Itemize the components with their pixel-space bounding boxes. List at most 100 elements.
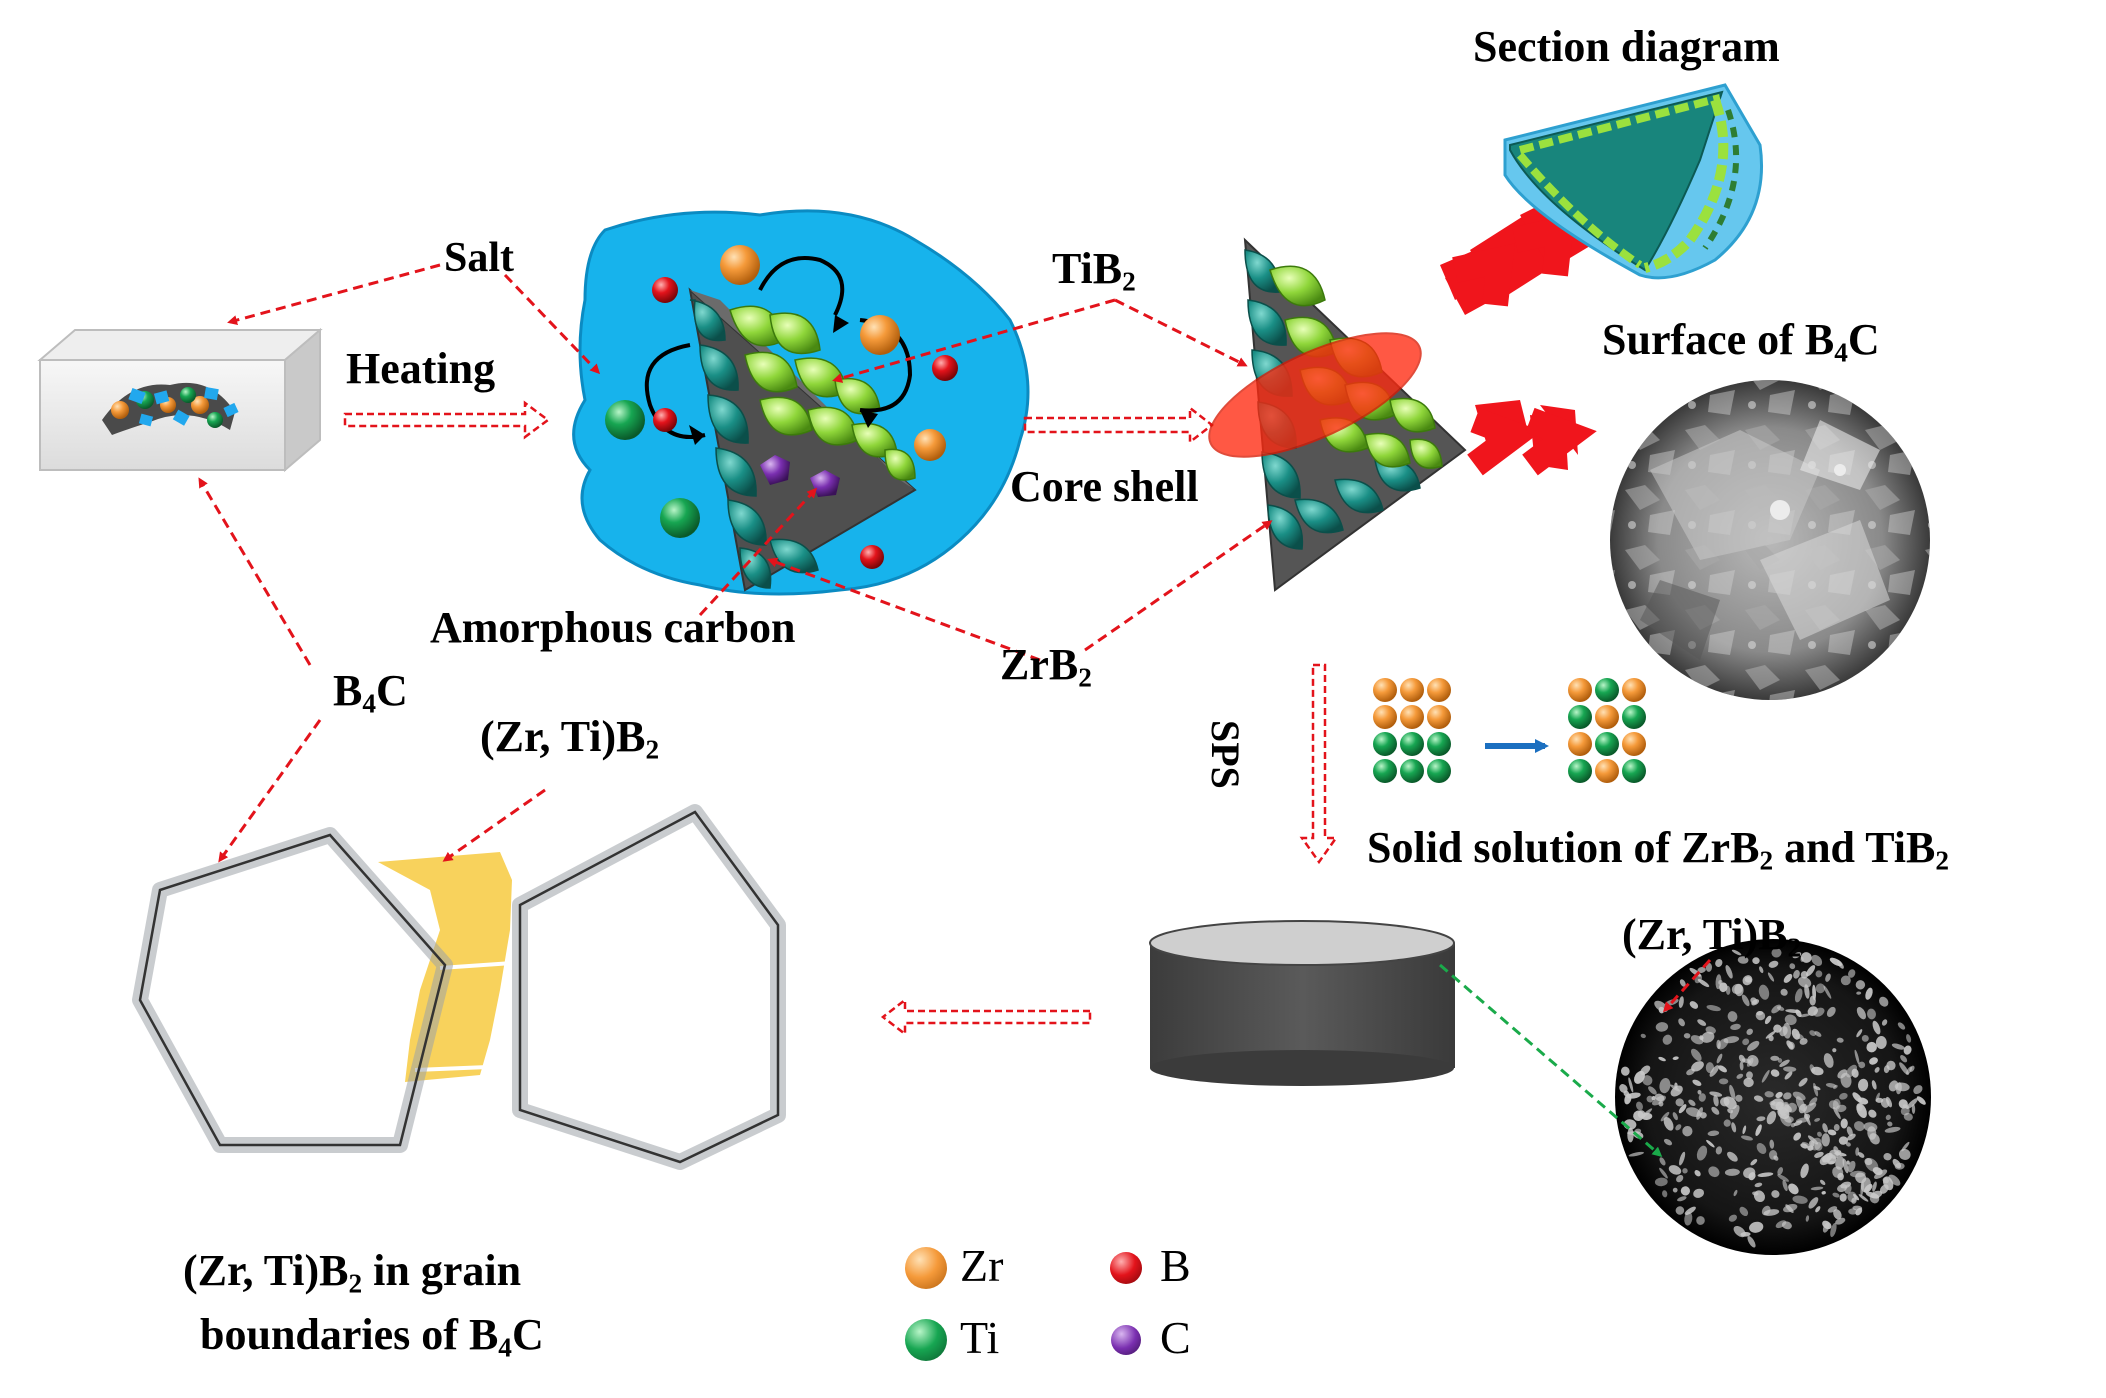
sem-speck: [1839, 1092, 1848, 1100]
sem-speck: [1804, 1112, 1811, 1126]
sem-speck: [1766, 1111, 1777, 1125]
sem-speck: [1846, 1160, 1850, 1165]
sem-speck: [1696, 1216, 1705, 1225]
sem-speck: [1858, 1194, 1869, 1202]
sem-speck: [1700, 1112, 1707, 1119]
sem-speck: [1845, 1142, 1851, 1147]
sem-speck: [1662, 1034, 1673, 1045]
sem-speck: [1856, 1029, 1863, 1038]
sem-speck: [1886, 1060, 1896, 1071]
label-zrtib2-sem: (Zr, Ti)B2: [1622, 910, 1802, 963]
sem-speck: [1869, 1133, 1880, 1145]
sem-speck: [1804, 984, 1810, 999]
sem-speck: [1808, 1197, 1819, 1209]
sem-speck: [1857, 1078, 1869, 1092]
sem-speck: [1755, 1124, 1762, 1136]
sem-speck: [1911, 1104, 1916, 1114]
sem-speck: [1833, 1124, 1840, 1131]
label-surface-b4c: Surface of B4C: [1602, 315, 1880, 368]
label-sps: SPS: [1203, 720, 1248, 789]
label-tib2: TiB2: [1052, 244, 1136, 297]
sem-speck: [1880, 1097, 1890, 1108]
sem-speck: [1747, 1054, 1759, 1067]
sem-speck: [1770, 1055, 1780, 1061]
sem-speck: [1894, 1162, 1905, 1170]
sem-speck: [1765, 1030, 1776, 1039]
sem-speck: [1770, 1069, 1780, 1077]
sem-speck: [1709, 1065, 1720, 1077]
sem-speck: [1723, 1119, 1731, 1127]
sem-speck: [1651, 1095, 1656, 1101]
sem-speck: [1792, 1091, 1806, 1101]
sem-speck: [1727, 1151, 1738, 1162]
legend-label-b: B: [1160, 1240, 1191, 1291]
grain-boundary-drawing: [132, 804, 786, 1170]
label-zrtib2-boundary: (Zr, Ti)B2: [480, 712, 660, 765]
sem-speck: [1689, 1001, 1699, 1009]
sem-speck: [1750, 1159, 1758, 1166]
sem-speck: [1771, 948, 1782, 958]
sem-speck: [1835, 1217, 1846, 1225]
sem-speck: [1672, 1187, 1678, 1193]
sem-speck: [1679, 979, 1686, 987]
sem-speck: [1891, 1043, 1905, 1050]
sem-speck: [1742, 975, 1753, 986]
label-zrb2: ZrB2: [1000, 640, 1092, 693]
sem-speck: [1775, 1220, 1787, 1229]
sem-speck: [1803, 1102, 1817, 1114]
sem-speck: [1835, 1155, 1845, 1170]
sem-speck: [1701, 1031, 1715, 1043]
sem-speck: [1658, 1006, 1665, 1014]
sem-speck: [1790, 1122, 1796, 1128]
sem-speck: [1719, 982, 1728, 993]
sem-speck: [1743, 1077, 1754, 1088]
sem-speck: [1814, 1151, 1824, 1158]
sem-speck: [1737, 956, 1749, 964]
sem-speck: [1777, 1058, 1783, 1063]
sem-speck: [1718, 1078, 1729, 1085]
sem-speck: [1683, 1033, 1691, 1039]
sem-speck: [1799, 1013, 1811, 1018]
sem-speck: [1827, 1161, 1836, 1165]
sem-speck: [1724, 1168, 1740, 1176]
sem-speck: [1867, 1008, 1876, 1020]
sem-speck: [1716, 1053, 1723, 1064]
sem-speck: [1814, 1031, 1822, 1037]
sem-speck: [1771, 1190, 1780, 1198]
sem-speck: [1659, 1077, 1671, 1094]
sem-speck: [1888, 1174, 1901, 1186]
core-shell-arrow: [1023, 405, 1215, 445]
sem-speck: [1900, 1055, 1908, 1063]
sem-speck: [1675, 1206, 1685, 1215]
sem-speck: [1836, 1037, 1844, 1043]
sem-speck: [1624, 1093, 1632, 1105]
sem-speck: [1854, 1049, 1860, 1065]
sem-speck: [1798, 1103, 1808, 1114]
sem-speck: [1788, 1183, 1799, 1195]
sem-speck: [1696, 1145, 1708, 1161]
sem-speck: [1674, 1082, 1678, 1089]
sem-speck: [1756, 1142, 1767, 1155]
sem-speck: [1782, 1179, 1788, 1192]
sem-speck: [1768, 1035, 1774, 1042]
sem-speck: [1821, 1133, 1830, 1147]
salt-box: [37, 327, 323, 473]
sem-speck: [1627, 1127, 1634, 1143]
sem-speck: [1676, 1174, 1684, 1183]
sem-speck: [1779, 1059, 1790, 1067]
sem-speck: [1905, 1066, 1913, 1075]
sem-speck: [1675, 1124, 1682, 1131]
sem-speck: [1856, 1007, 1866, 1020]
sem-speck: [1668, 1165, 1682, 1175]
sem-speck: [1865, 987, 1873, 1000]
sem-speck: [1815, 970, 1823, 978]
sem-speck: [1642, 1075, 1653, 1086]
sem-speck: [1658, 1056, 1666, 1062]
sem-speck: [1707, 1130, 1720, 1137]
solid-solution-after: [1568, 678, 1646, 783]
sem-speck: [1783, 1092, 1792, 1100]
sem-speck: [1771, 1004, 1782, 1014]
sem-speck: [1874, 1067, 1880, 1073]
sem-speck: [1825, 1083, 1837, 1088]
sem-speck: [1682, 1126, 1693, 1137]
